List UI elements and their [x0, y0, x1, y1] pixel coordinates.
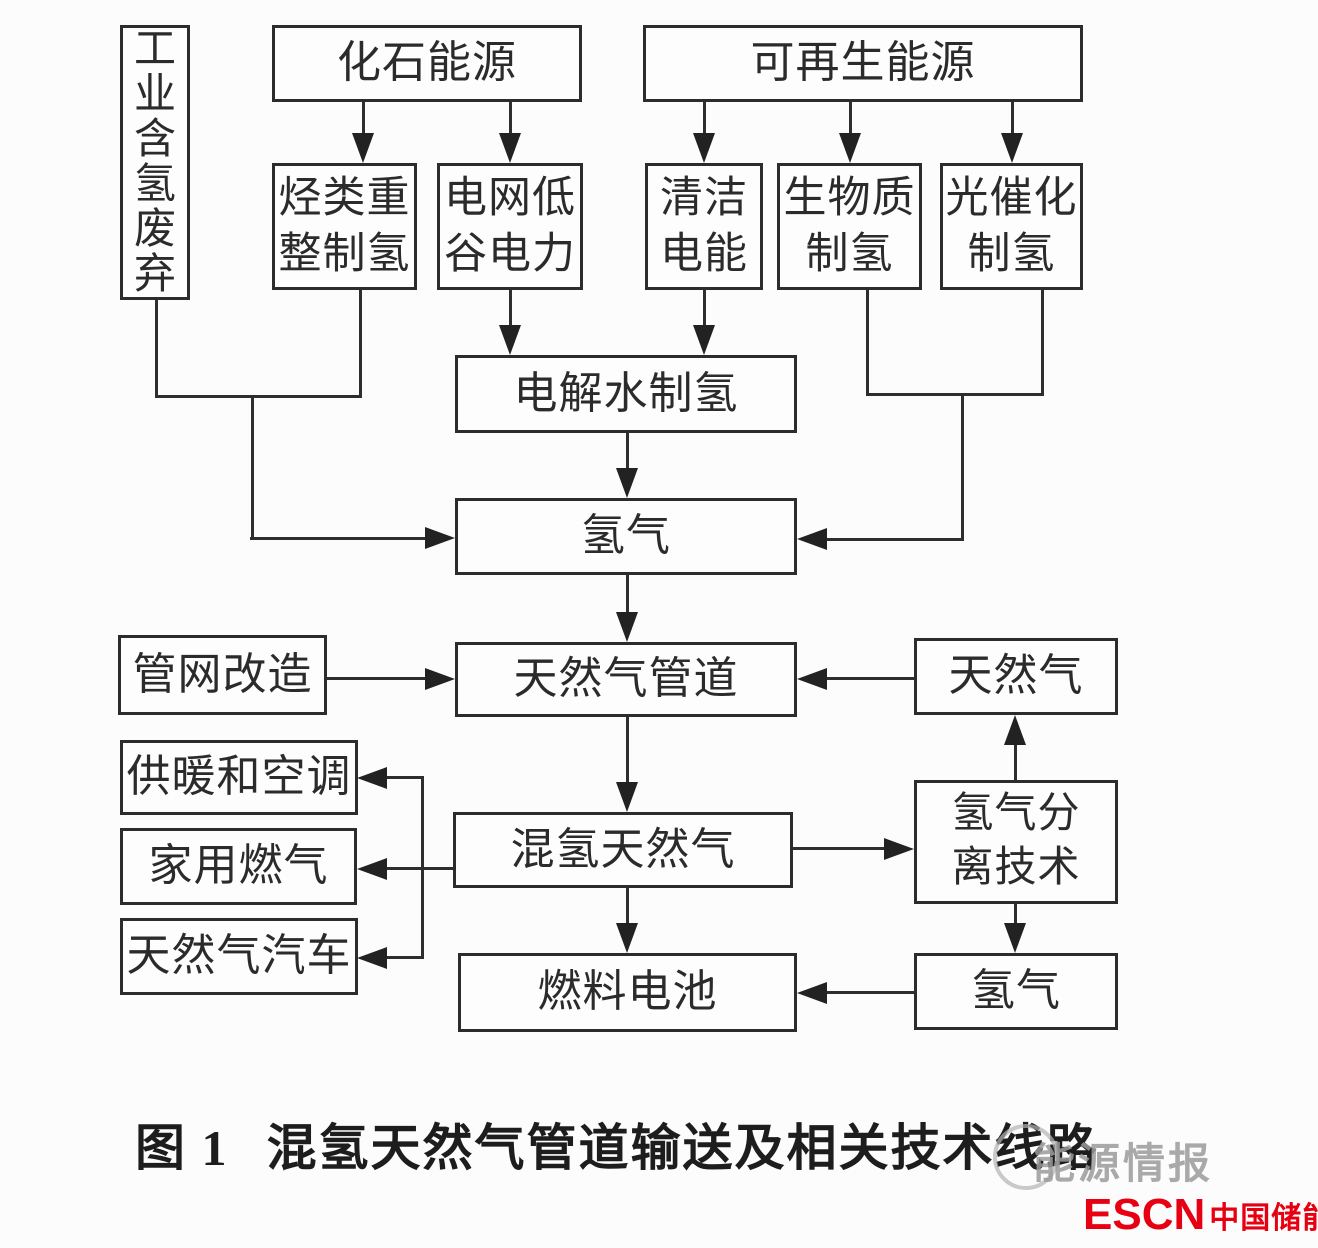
node-water-electrolysis: 电解水制氢	[455, 355, 797, 433]
edge-clean-electrolysis-arrowhead	[693, 325, 715, 355]
edge-right-into-hydrogen-line	[827, 538, 963, 541]
escn-site-name: 中国储能网	[1209, 1202, 1318, 1235]
edge-naturalgas-pipeline-line	[827, 677, 914, 680]
edge-to-vehicle-arrowhead	[357, 947, 387, 969]
edge-retrofit-pipeline-arrowhead	[425, 668, 455, 690]
edge-blended-separation-arrowhead	[884, 838, 914, 860]
node-clean-electricity: 清洁电能	[645, 163, 763, 290]
edge-renewable-clean-arrowhead	[693, 133, 715, 163]
edge-blended-separation-line	[793, 847, 884, 850]
edge-valley-electrolysis-arrowhead	[499, 325, 521, 355]
edge-hydrogenout-fuelcell-arrowhead	[797, 982, 827, 1004]
edge-separation-hydrogenout-arrowhead	[1004, 923, 1026, 953]
edge-valley-electrolysis-line	[509, 290, 512, 325]
node-hydrogen-separation: 氢气分离技术	[914, 780, 1118, 904]
node-fossil-energy: 化石能源	[272, 25, 582, 102]
node-natural-gas-vehicle: 天然气汽车	[120, 918, 358, 995]
node-heating-ac: 供暖和空调	[120, 740, 358, 815]
edge-blended-fuelcell-line	[626, 888, 629, 923]
node-renewable-energy: 可再生能源	[643, 25, 1083, 102]
edge-pipeline-blended-arrowhead	[616, 782, 638, 812]
edge-fossil-reforming-line	[362, 102, 365, 133]
node-hydrocarbon-reforming: 烃类重整制氢	[272, 163, 417, 290]
node-hydrogen-blended-ng: 混氢天然气	[453, 812, 793, 888]
node-industrial-hydrogen-waste: 工业含氢废弃	[120, 25, 190, 300]
figure-caption: 图 1 混氢天然气管道输送及相关技术线路	[135, 1108, 1099, 1180]
figure-caption-title: 混氢天然气管道输送及相关技术线路	[266, 1120, 1099, 1176]
node-household-gas: 家用燃气	[120, 828, 357, 905]
edge-naturalgas-pipeline-arrowhead	[797, 668, 827, 690]
node-natural-gas: 天然气	[914, 638, 1118, 715]
edge-photo-down-line	[1041, 290, 1044, 396]
edge-renewable-photo-arrowhead	[1001, 133, 1023, 163]
edge-to-heating-line	[387, 776, 424, 779]
figure-caption-label: 图 1	[135, 1120, 229, 1176]
edge-left-into-hydrogen-line	[250, 537, 425, 540]
edge-hydrogen-pipeline-line	[626, 575, 629, 612]
node-pipeline-retrofit: 管网改造	[118, 635, 327, 715]
node-grid-valley-power: 电网低谷电力	[437, 163, 583, 290]
edge-fossil-valley-line	[509, 102, 512, 133]
escn-wordmark: ESCN	[1083, 1190, 1206, 1239]
edge-reforming-down-line	[359, 290, 362, 398]
edge-blended-consumers-stub-line	[387, 867, 453, 870]
edge-renewable-biomass-arrowhead	[839, 133, 861, 163]
edge-blended-fuelcell-arrowhead	[616, 923, 638, 953]
node-biomass-hydrogen: 生物质制氢	[777, 163, 922, 290]
node-fuel-cell: 燃料电池	[458, 953, 797, 1032]
edge-right-trunk-line	[961, 393, 964, 541]
edge-right-into-hydrogen-arrowhead	[797, 528, 827, 550]
edge-renewable-clean-line	[703, 102, 706, 133]
edge-renewable-photo-line	[1011, 102, 1014, 133]
edge-separation-naturalgas-arrowhead	[1004, 715, 1026, 745]
edge-left-join-line	[155, 395, 362, 398]
edge-fossil-reforming-arrowhead	[352, 133, 374, 163]
edge-to-heating-arrowhead	[357, 767, 387, 789]
escn-logo: ESCN 中国储能网	[1083, 1190, 1318, 1240]
node-hydrogen: 氢气	[455, 498, 797, 575]
edge-right-join-line	[866, 393, 1044, 396]
edge-separation-hydrogenout-line	[1014, 904, 1017, 923]
edge-waste-down-line	[155, 300, 158, 398]
edge-hydrogen-pipeline-arrowhead	[616, 612, 638, 642]
edge-left-trunk-line	[251, 395, 254, 540]
edge-fossil-valley-arrowhead	[499, 133, 521, 163]
edge-to-household-arrowhead	[357, 858, 387, 880]
edge-blended-consumers-trunk-line	[421, 776, 424, 959]
edge-electrolysis-hydrogen-line	[626, 433, 629, 468]
edge-biomass-down-line	[866, 290, 869, 396]
edge-pipeline-blended-line	[626, 717, 629, 782]
edge-hydrogenout-fuelcell-line	[827, 991, 914, 994]
edge-renewable-biomass-line	[849, 102, 852, 133]
edge-clean-electrolysis-line	[703, 290, 706, 325]
node-hydrogen-output: 氢气	[914, 953, 1118, 1030]
edge-to-vehicle-line	[387, 956, 424, 959]
node-natural-gas-pipeline: 天然气管道	[455, 642, 797, 717]
node-photocatalytic-hydrogen: 光催化制氢	[940, 163, 1083, 290]
edge-retrofit-pipeline-line	[327, 677, 425, 680]
edge-electrolysis-hydrogen-arrowhead	[616, 468, 638, 498]
edge-left-into-hydrogen-arrowhead	[425, 527, 455, 549]
edge-separation-naturalgas-line	[1014, 745, 1017, 780]
